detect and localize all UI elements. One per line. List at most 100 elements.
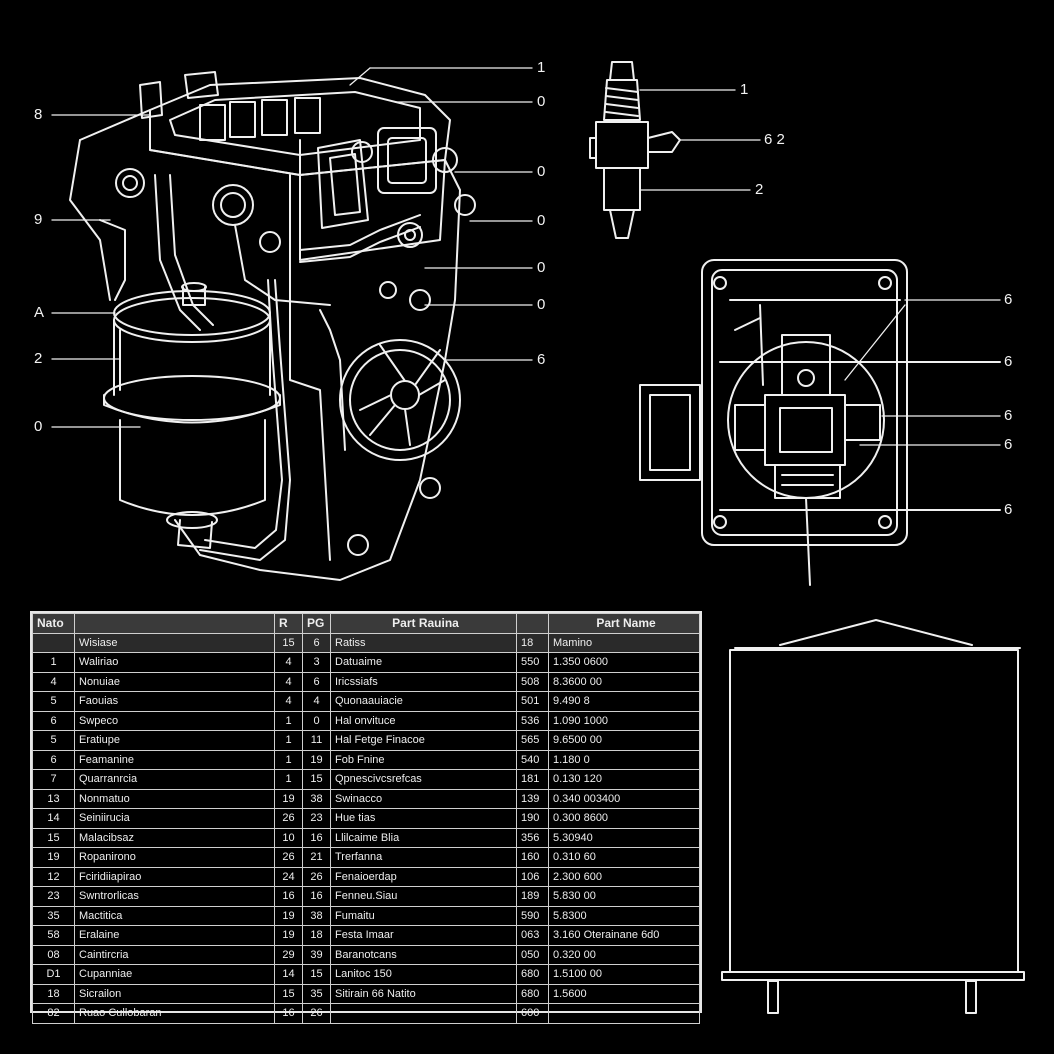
table-cell: 26 — [274, 847, 303, 868]
table-cell: 19 — [274, 788, 303, 809]
table-cell: 6 — [32, 710, 75, 731]
table-cell: 21 — [302, 847, 331, 868]
table-cell: 190 — [516, 808, 549, 829]
table-cell: 5.830 00 — [548, 886, 700, 907]
table-cell: 508 — [516, 671, 549, 692]
valve-body — [639, 259, 1001, 586]
subheader-cell: Wisiase — [74, 632, 275, 653]
table-cell: Mactitica — [74, 905, 275, 926]
header-cell: Nato — [32, 613, 75, 634]
table-cell: 15 — [302, 769, 331, 790]
table-cell: 1.090 1000 — [548, 710, 700, 731]
table-cell: 13 — [32, 788, 75, 809]
table-cell: 6 — [302, 671, 331, 692]
table-cell: 063 — [516, 925, 549, 946]
table-cell: 08 — [32, 944, 75, 965]
table-cell: 1.5100 00 — [548, 964, 700, 985]
engine-callout-4: 0 — [537, 212, 546, 229]
table-cell: Datuaime — [330, 652, 517, 673]
table-cell: 18 — [32, 983, 75, 1004]
valve-callout-2: 6 — [1004, 353, 1013, 370]
table-cell: Qpnescivcsrefcas — [330, 769, 517, 790]
table-cell: 106 — [516, 866, 549, 887]
valve-callout-3: 6 — [1004, 407, 1013, 424]
table-cell: 23 — [302, 808, 331, 829]
table-cell: 12 — [32, 866, 75, 887]
table-cell: 050 — [516, 944, 549, 965]
table-cell: 1 — [32, 652, 75, 673]
table-cell: Quonaauiacie — [330, 691, 517, 712]
table-cell: 1.5600 — [548, 983, 700, 1004]
table-cell: 680 — [516, 983, 549, 1004]
table-cell: Fob Fnine — [330, 749, 517, 770]
table-cell: 35 — [302, 983, 331, 1004]
table-cell: Sicrailon — [74, 983, 275, 1004]
engine-callout-8: 8 — [34, 106, 43, 123]
table-cell: Swntrorlicas — [74, 886, 275, 907]
table-cell: 0.130 120 — [548, 769, 700, 790]
table-cell: 550 — [516, 652, 549, 673]
table-cell: 19 — [32, 847, 75, 868]
table-cell: 19 — [274, 925, 303, 946]
engine-leader-lines — [51, 67, 533, 428]
table-cell: Malacibsaz — [74, 827, 275, 848]
table-cell: 16 — [274, 1003, 303, 1024]
plug-callout-2: 6 2 — [764, 131, 785, 148]
subheader-cell: Ratiss — [330, 632, 517, 653]
table-cell: 15 — [274, 983, 303, 1004]
table-cell: Feamanine — [74, 749, 275, 770]
table-cell: 15 — [302, 964, 331, 985]
table-cell: Iricssiafs — [330, 671, 517, 692]
table-cell: Ropanirono — [74, 847, 275, 868]
table-cell: 5 — [32, 730, 75, 751]
table-cell: 1 — [274, 749, 303, 770]
table-cell: Sitirain 66 Natito — [330, 983, 517, 1004]
table-cell: 38 — [302, 788, 331, 809]
table-cell: 565 — [516, 730, 549, 751]
table-cell: 590 — [516, 905, 549, 926]
table-cell: 58 — [32, 925, 75, 946]
table-cell: Swpeco — [74, 710, 275, 731]
table-cell: 501 — [516, 691, 549, 712]
table-cell: 16 — [302, 827, 331, 848]
engine-callout-6: 0 — [537, 296, 546, 313]
engine-callout-5: 0 — [537, 259, 546, 276]
subheader-cell: 18 — [516, 632, 549, 653]
table-cell: Fenaioerdap — [330, 866, 517, 887]
subheader-cell: 15 — [274, 632, 303, 653]
table-cell: 5.30940 — [548, 827, 700, 848]
table-cell: Eratiupe — [74, 730, 275, 751]
table-cell: Hal onvituce — [330, 710, 517, 731]
table-cell: Caintircria — [74, 944, 275, 965]
engine-callout-10: A — [34, 304, 45, 321]
header-cell: PG — [302, 613, 331, 634]
table-cell: 18 — [302, 925, 331, 946]
table-cell: 11 — [302, 730, 331, 751]
table-cell: 1 — [274, 710, 303, 731]
engine-callout-1: 1 — [537, 59, 546, 76]
table-cell: 4 — [274, 671, 303, 692]
table-cell: Seiniirucia — [74, 808, 275, 829]
header-cell — [516, 613, 549, 634]
table-cell: 1.350 0600 — [548, 652, 700, 673]
table-cell: 10 — [274, 827, 303, 848]
table-cell: 4 — [274, 691, 303, 712]
table-cell: 16 — [302, 886, 331, 907]
table-cell: Fenneu.Siau — [330, 886, 517, 907]
table-cell: Trerfanna — [330, 847, 517, 868]
table-subheader-row: Wisiase 15 6 Ratiss 18 Mamino — [32, 632, 700, 653]
table-cell: 26 — [274, 808, 303, 829]
table-cell: 82 — [32, 1003, 75, 1024]
table-cell: 139 — [516, 788, 549, 809]
table-cell: 5.8300 — [548, 905, 700, 926]
table-cell: Nonuiae — [74, 671, 275, 692]
table-cell: 4 — [302, 691, 331, 712]
